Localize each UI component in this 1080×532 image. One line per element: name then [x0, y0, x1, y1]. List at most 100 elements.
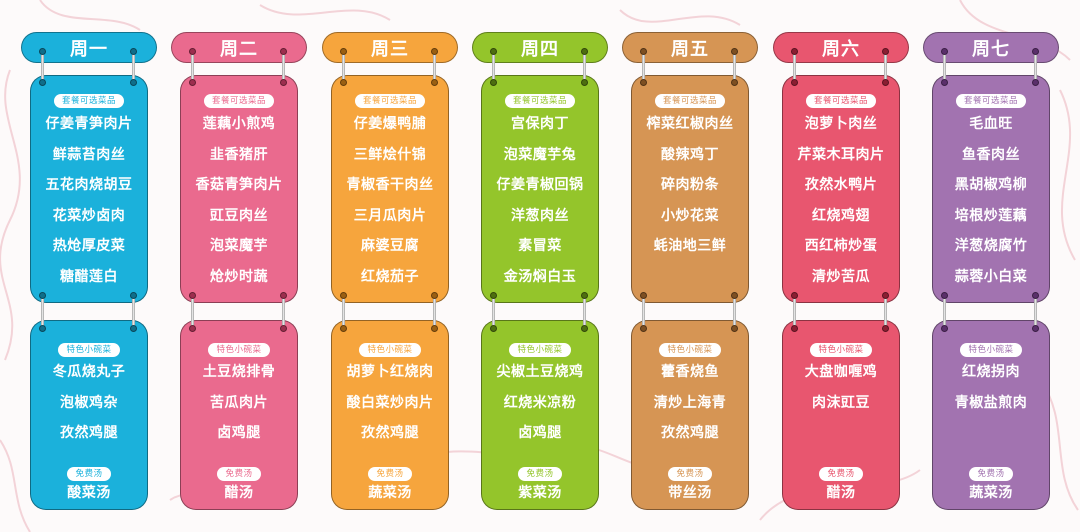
day-column-2: 周二 套餐可选菜品 莲藕小煎鸡韭香猪肝香菇青笋肉片豇豆肉丝泡菜魔芋炝炒时蔬 特色… — [169, 0, 309, 532]
dish-item: 素冒菜 — [518, 238, 562, 254]
ring-hole — [882, 79, 889, 86]
set-meal-label: 套餐可选菜品 — [654, 94, 725, 108]
soup-block: 免费汤 醋汤 — [783, 461, 899, 505]
dish-item: 冬瓜烧丸子 — [52, 364, 126, 380]
dish-item: 莲藕小煎鸡 — [202, 116, 276, 132]
ring-hole — [791, 292, 798, 299]
dish-item: 榨菜红椒肉丝 — [646, 116, 734, 132]
special-card: 特色小碗菜 大盘咖喱鸡肉沫豇豆 免费汤 醋汤 — [782, 320, 900, 510]
dish-item: 鲜蒜苔肉丝 — [52, 146, 126, 163]
ring-hole — [130, 292, 137, 299]
binder-ring — [191, 294, 194, 330]
set-meal-dish-list: 榨菜红椒肉丝酸辣鸡丁碎肉粉条小炒花菜蚝油地三鲜 — [632, 109, 748, 262]
dish-item: 藿香烧鱼 — [661, 364, 719, 380]
soup-name: 醋汤 — [826, 485, 856, 501]
special-label: 特色小碗菜 — [960, 343, 1022, 357]
binder-ring — [1034, 50, 1037, 84]
binder-ring — [282, 50, 285, 84]
special-dish-list: 尖椒土豆烧鸡红烧米凉粉卤鸡腿 — [482, 357, 598, 449]
soup-block: 免费汤 蔬菜汤 — [332, 461, 448, 505]
ring-hole — [189, 48, 196, 55]
dish-item: 青椒盐煎肉 — [954, 394, 1028, 411]
dish-item: 酸白菜炒肉片 — [346, 394, 434, 411]
binder-ring — [642, 50, 645, 84]
dish-item: 酸辣鸡丁 — [661, 146, 719, 163]
ring-hole — [340, 325, 347, 332]
soup-block: 免费汤 醋汤 — [181, 461, 297, 505]
set-meal-dish-list: 毛血旺鱼香肉丝黑胡椒鸡柳培根炒莲藕洋葱烧腐竹蒜蓉小白菜 — [933, 109, 1049, 292]
ring-hole — [189, 325, 196, 332]
ring-hole — [1032, 292, 1039, 299]
binder-ring — [433, 50, 436, 84]
soup-label: 免费汤 — [969, 467, 1013, 481]
soup-block: 免费汤 蔬菜汤 — [933, 461, 1049, 505]
ring-hole — [130, 79, 137, 86]
dish-item: 糖醋莲白 — [60, 268, 118, 285]
ring-hole — [431, 325, 438, 332]
set-meal-label: 套餐可选菜品 — [53, 94, 124, 108]
set-meal-card: 套餐可选菜品 仔姜青笋肉片鲜蒜苔肉丝五花肉烧胡豆花菜炒卤肉热炝厚皮菜糖醋莲白 — [30, 75, 148, 303]
day-column-4: 周四 套餐可选菜品 宫保肉丁泡菜魔芋兔仔姜青椒回锅洋葱肉丝素冒菜金汤焖白玉 特色… — [470, 0, 610, 532]
ring-hole — [189, 292, 196, 299]
dish-item: 土豆烧排骨 — [202, 364, 276, 380]
soup-block: 免费汤 酸菜汤 — [31, 461, 147, 505]
soup-label: 免费汤 — [668, 467, 712, 481]
binder-ring — [642, 294, 645, 330]
special-label: 特色小碗菜 — [359, 343, 421, 357]
dish-item: 蒜蓉小白菜 — [954, 268, 1028, 285]
ring-hole — [490, 48, 497, 55]
ring-hole — [731, 48, 738, 55]
binder-ring — [342, 294, 345, 330]
set-meal-dish-list: 莲藕小煎鸡韭香猪肝香菇青笋肉片豇豆肉丝泡菜魔芋炝炒时蔬 — [181, 109, 297, 292]
dish-item: 仔姜爆鸭脯 — [353, 116, 427, 132]
ring-hole — [882, 292, 889, 299]
dish-item: 泡萝卜肉丝 — [804, 116, 878, 132]
soup-name: 蔬菜汤 — [368, 485, 412, 501]
ring-hole — [640, 325, 647, 332]
set-meal-card: 套餐可选菜品 榨菜红椒肉丝酸辣鸡丁碎肉粉条小炒花菜蚝油地三鲜 — [631, 75, 749, 303]
ring-hole — [731, 79, 738, 86]
dish-item: 泡菜魔芋 — [210, 238, 268, 254]
dish-item: 孜然鸡腿 — [60, 425, 118, 441]
special-card: 特色小碗菜 土豆烧排骨苦瓜肉片卤鸡腿 免费汤 醋汤 — [180, 320, 298, 510]
dish-item: 黑胡椒鸡柳 — [954, 177, 1028, 193]
dish-item: 卤鸡腿 — [518, 425, 562, 441]
ring-hole — [1032, 48, 1039, 55]
ring-hole — [189, 79, 196, 86]
dish-item: 胡萝卜红烧肉 — [346, 364, 434, 380]
soup-name: 醋汤 — [224, 485, 254, 501]
soup-label: 免费汤 — [67, 467, 111, 481]
set-meal-card: 套餐可选菜品 宫保肉丁泡菜魔芋兔仔姜青椒回锅洋葱肉丝素冒菜金汤焖白玉 — [481, 75, 599, 303]
special-label: 特色小碗菜 — [659, 343, 721, 357]
binder-ring — [793, 294, 796, 330]
set-meal-card: 套餐可选菜品 莲藕小煎鸡韭香猪肝香菇青笋肉片豇豆肉丝泡菜魔芋炝炒时蔬 — [180, 75, 298, 303]
dish-item: 香菇青笋肉片 — [195, 177, 283, 193]
binder-ring — [943, 50, 946, 84]
set-meal-label: 套餐可选菜品 — [955, 94, 1026, 108]
dish-item: 红烧茄子 — [361, 268, 419, 285]
dish-item: 麻婆豆腐 — [361, 238, 419, 254]
binder-ring — [492, 50, 495, 84]
ring-hole — [39, 79, 46, 86]
ring-hole — [431, 48, 438, 55]
special-label: 特色小碗菜 — [208, 343, 270, 357]
dish-item: 苦瓜肉片 — [210, 394, 268, 411]
ring-hole — [941, 79, 948, 86]
binder-ring — [132, 294, 135, 330]
binder-ring — [733, 294, 736, 330]
dish-item: 鱼香肉丝 — [962, 146, 1020, 163]
day-header: 周七 — [923, 32, 1059, 63]
special-card: 特色小碗菜 藿香烧鱼清炒上海青孜然鸡腿 免费汤 带丝汤 — [631, 320, 749, 510]
dish-item: 卤鸡腿 — [217, 425, 261, 441]
binder-ring — [793, 50, 796, 84]
dish-item: 仔姜青笋肉片 — [45, 116, 133, 132]
ring-hole — [581, 292, 588, 299]
soup-label: 免费汤 — [518, 467, 562, 481]
binder-ring — [1034, 294, 1037, 330]
ring-hole — [640, 79, 647, 86]
set-meal-label: 套餐可选菜品 — [504, 94, 575, 108]
dish-item: 热炝厚皮菜 — [52, 238, 126, 254]
ring-hole — [791, 79, 798, 86]
binder-ring — [132, 50, 135, 84]
special-label: 特色小碗菜 — [509, 343, 571, 357]
